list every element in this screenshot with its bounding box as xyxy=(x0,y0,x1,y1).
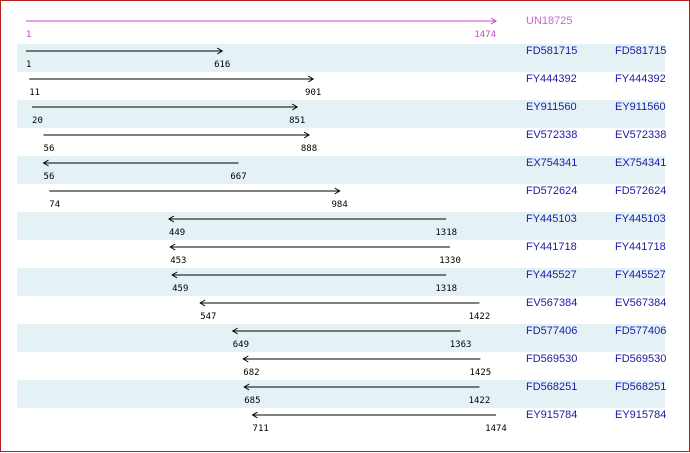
end-tick-FD572624: 984 xyxy=(332,200,348,210)
end-tick-FY445527: 1318 xyxy=(435,284,457,294)
accession-link-secondary-FD568251[interactable]: FD568251 xyxy=(615,381,667,393)
reference-id-label: UN18725 xyxy=(526,15,573,27)
accession-link-secondary-FD569530[interactable]: FD569530 xyxy=(615,353,667,365)
alignment-arrow-FY445527-head xyxy=(171,271,178,279)
reference-start-tick: 1 xyxy=(26,30,31,40)
accession-link-EV572338[interactable]: EV572338 xyxy=(526,129,578,141)
start-tick-EV572338: 56 xyxy=(44,144,55,154)
alignment-arrow-FY444392-head xyxy=(307,75,315,83)
alignment-arrow-EV567384-head xyxy=(199,299,206,307)
start-tick-FD568251: 685 xyxy=(244,396,260,406)
accession-link-EV567384[interactable]: EV567384 xyxy=(526,297,578,309)
alignment-arrow-EX754341-head xyxy=(42,159,49,167)
start-tick-FD572624: 74 xyxy=(49,200,60,210)
start-tick-EV567384: 547 xyxy=(200,312,216,322)
start-tick-FY445103: 449 xyxy=(169,228,185,238)
accession-link-secondary-EY911560[interactable]: EY911560 xyxy=(615,101,666,113)
start-tick-FD569530: 682 xyxy=(243,368,259,378)
end-tick-FD568251: 1422 xyxy=(469,396,491,406)
accession-link-FD577406[interactable]: FD577406 xyxy=(526,325,578,337)
row-stripe xyxy=(17,212,665,240)
accession-link-secondary-EY915784[interactable]: EY915784 xyxy=(615,409,667,421)
alignment-arrow-EY911560-head xyxy=(291,103,299,111)
accession-link-EY915784[interactable]: EY915784 xyxy=(526,409,578,421)
end-tick-FD569530: 1425 xyxy=(470,368,492,378)
end-tick-EV572338: 888 xyxy=(301,144,317,154)
accession-link-secondary-EV572338[interactable]: EV572338 xyxy=(615,129,667,141)
accession-link-FD568251[interactable]: FD568251 xyxy=(526,381,578,393)
start-tick-EX754341: 56 xyxy=(44,172,55,182)
accession-link-FY441718[interactable]: FY441718 xyxy=(526,241,577,253)
row-stripe xyxy=(17,268,665,296)
start-tick-FY445527: 459 xyxy=(172,284,188,294)
accession-link-EY911560[interactable]: EY911560 xyxy=(526,101,577,113)
accession-link-FY445103[interactable]: FY445103 xyxy=(526,213,577,225)
end-tick-FD581715: 616 xyxy=(214,60,230,70)
end-tick-EV567384: 1422 xyxy=(469,312,491,322)
row-stripe xyxy=(17,156,665,184)
start-tick-FD581715: 1 xyxy=(26,60,31,70)
end-tick-EY911560: 851 xyxy=(289,116,305,126)
accession-link-secondary-FY445103[interactable]: FY445103 xyxy=(615,213,666,225)
start-tick-EY911560: 20 xyxy=(32,116,43,126)
alignment-arrow-EV572338-head xyxy=(303,131,310,139)
accession-link-secondary-FY445527[interactable]: FY445527 xyxy=(615,269,666,281)
row-stripe xyxy=(17,324,665,352)
accession-link-secondary-FD577406[interactable]: FD577406 xyxy=(615,325,667,337)
alignment-arrow-FD577406-head xyxy=(231,327,239,335)
start-tick-FY441718: 453 xyxy=(170,256,186,266)
alignment-arrow-EY915784-head xyxy=(251,411,258,419)
alignment-arrow-FY445103-head xyxy=(167,215,175,223)
end-tick-FY444392: 901 xyxy=(305,88,321,98)
accession-link-secondary-FD581715[interactable]: FD581715 xyxy=(615,45,667,57)
end-tick-EY915784: 1474 xyxy=(485,424,507,434)
start-tick-FY444392: 11 xyxy=(29,88,40,98)
accession-link-EX754341[interactable]: EX754341 xyxy=(526,157,578,169)
reference-arrow-head xyxy=(490,17,497,25)
start-tick-EY915784: 711 xyxy=(253,424,269,434)
accession-link-secondary-EV567384[interactable]: EV567384 xyxy=(615,297,667,309)
accession-link-secondary-FY441718[interactable]: FY441718 xyxy=(615,241,666,253)
accession-link-secondary-FY444392[interactable]: FY444392 xyxy=(615,73,666,85)
start-tick-FD577406: 649 xyxy=(233,340,249,350)
alignment-arrow-FD568251-head xyxy=(243,383,250,391)
end-tick-EX754341: 667 xyxy=(230,172,246,182)
accession-link-FY445527[interactable]: FY445527 xyxy=(526,269,577,281)
accession-link-secondary-FD572624[interactable]: FD572624 xyxy=(615,185,667,197)
row-stripe xyxy=(17,100,665,128)
accession-link-FD569530[interactable]: FD569530 xyxy=(526,353,578,365)
accession-link-FD572624[interactable]: FD572624 xyxy=(526,185,578,197)
alignment-arrow-FD572624-head xyxy=(334,187,341,195)
accession-link-FY444392[interactable]: FY444392 xyxy=(526,73,577,85)
alignment-arrow-FD581715-head xyxy=(216,47,224,55)
alignment-arrow-FD569530-head xyxy=(242,355,249,363)
accession-link-secondary-EX754341[interactable]: EX754341 xyxy=(615,157,667,169)
row-stripe xyxy=(17,380,665,408)
alignment-arrow-FY441718-head xyxy=(169,243,176,251)
accession-link-FD581715[interactable]: FD581715 xyxy=(526,45,578,57)
end-tick-FD577406: 1363 xyxy=(450,340,472,350)
reference-end-tick: 1474 xyxy=(474,30,496,40)
end-tick-FY441718: 1330 xyxy=(439,256,461,266)
end-tick-FY445103: 1318 xyxy=(435,228,457,238)
row-stripe xyxy=(17,44,665,72)
